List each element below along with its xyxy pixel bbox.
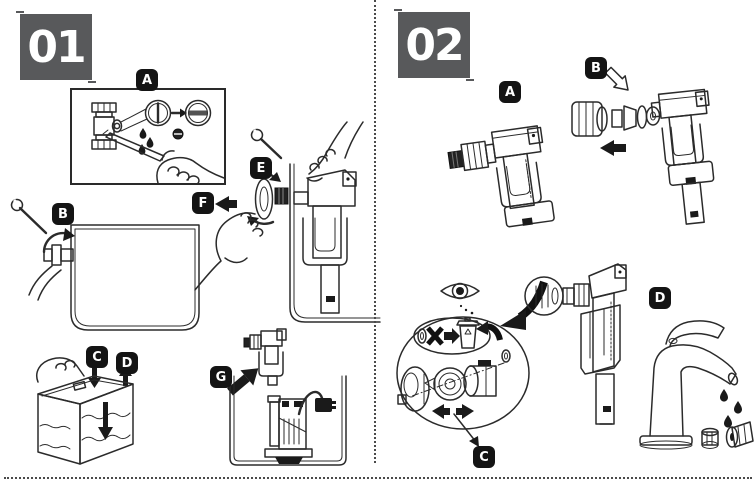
hand-icon: [36, 357, 85, 383]
trash-bin-icon: [456, 317, 480, 349]
fill-valve-icon: [447, 125, 555, 228]
disassemble-nut-illustration: [571, 66, 715, 225]
assembly-axis: [411, 362, 505, 397]
inlet-detail-illustration: [396, 316, 530, 447]
cross-out-icon: [426, 326, 444, 346]
panel-divider: [374, 0, 376, 463]
water-level-arrow-icon: [98, 402, 113, 440]
to-bin-arrow-icon: [444, 328, 460, 344]
fill-valve-icon: [243, 328, 287, 386]
remove-arrow-icon: [215, 196, 237, 212]
screw-icon: [172, 128, 184, 140]
supply-nut-icon: [43, 244, 74, 266]
valve-shank: [274, 187, 289, 205]
step-badge-1d: D: [116, 352, 138, 374]
callout-line-to-c: [453, 413, 479, 447]
step-badge-2c: C: [473, 446, 495, 468]
shutoff-valve-icon: [91, 102, 123, 150]
disconnect-hose-illustration: [28, 224, 200, 331]
close-shutoff-valve-illustration: [91, 99, 225, 185]
step-badge-2a: A: [499, 81, 521, 103]
hand-icon: [194, 212, 264, 291]
step-badge-2b: B: [585, 57, 607, 79]
coupling-nut-icon: [571, 101, 608, 137]
fill-valve-icon: [293, 169, 357, 314]
step-a-detail-box: [70, 88, 226, 185]
look-here-arrow-icon: [500, 280, 548, 330]
valve-open-dial-icon: [144, 99, 172, 127]
step-badge-1b: B: [52, 203, 74, 225]
eye-icon: [440, 282, 480, 315]
step-badge-1e: E: [250, 157, 272, 179]
water-drops-icon: [720, 389, 742, 428]
fill-valve-icon: [562, 263, 627, 425]
step-badge-1a: A: [136, 69, 158, 91]
magnifier-ellipse: [396, 316, 530, 430]
wrench-icon: [250, 128, 283, 160]
screwdriver-icon: [102, 129, 165, 162]
remove-arrow-icon: [227, 368, 259, 396]
cable-connector-icon: [297, 390, 336, 416]
hand-icon-top: [306, 121, 364, 182]
faucet-icon: [639, 320, 739, 450]
assemble-arrows-icon: [432, 404, 474, 419]
valve-closed-dial-icon: [184, 99, 212, 127]
o-ring-icon: [417, 328, 427, 344]
inlet-filter-parts-icon: [397, 360, 497, 412]
direction-arrow-icon: [604, 66, 629, 91]
step-badge-1g: G: [210, 366, 232, 388]
flex-hose-icon: [28, 265, 62, 301]
step-badge-2d: D: [649, 287, 671, 309]
flush-faucet-illustration: [639, 320, 754, 450]
page-bottom-divider: [4, 477, 752, 479]
o-ring-icon-2: [501, 349, 511, 363]
remove-mounting-nut-illustration: [194, 121, 381, 323]
tank-cross-section: [229, 375, 347, 466]
cistern-icon: [37, 375, 134, 465]
turn-arrow-icon: [170, 108, 187, 118]
into-bin-arrow-icon: [476, 321, 503, 341]
panel1-step-number: 01: [16, 11, 96, 83]
new-fill-valve-illustration: [447, 125, 555, 228]
panel2-step-number: 02: [394, 9, 474, 81]
aerator-parts-icon: [701, 421, 754, 449]
magnifier-circle-icon: [524, 276, 564, 316]
step-badge-1f: F: [192, 192, 214, 214]
turn-arrow-icon: [42, 228, 75, 254]
flush-valve-icon: [264, 395, 313, 464]
tank-wall: [289, 163, 381, 323]
wrench-icon: [10, 198, 48, 235]
discard-seal-callout: [413, 317, 491, 355]
hand-icon: [156, 150, 225, 185]
remove-old-valve-illustration: [227, 328, 347, 466]
remove-arrow-icon: [600, 140, 626, 156]
step-badge-1c: C: [86, 346, 108, 368]
fill-valve-icon: [650, 88, 715, 225]
valve-inlet-inspect-illustration: [524, 263, 627, 425]
cistern-icon: [70, 224, 200, 331]
